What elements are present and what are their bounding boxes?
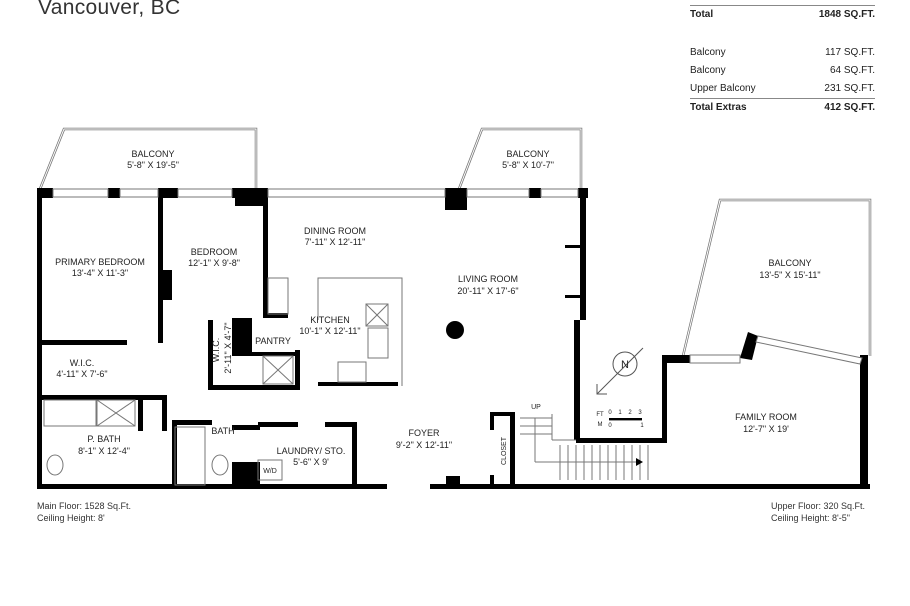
living-room-name: LIVING ROOM bbox=[458, 274, 518, 284]
summary-total-extras-label: Total Extras bbox=[690, 102, 747, 113]
p-bath-dims: 8'-1" X 12'-4" bbox=[78, 446, 130, 456]
summary-total-extras-row: Total Extras 412 SQ.FT. bbox=[690, 98, 875, 117]
balcony-upper-dims: 13'-5" X 15'-11" bbox=[759, 270, 820, 280]
summary-extra-row: Balcony 64 SQ.FT. bbox=[690, 62, 875, 80]
foyer-name: FOYER bbox=[408, 428, 440, 438]
svg-text:1: 1 bbox=[618, 410, 622, 416]
family-room-name: FAMILY ROOM bbox=[735, 412, 797, 422]
svg-text:M: M bbox=[598, 422, 603, 428]
foyer-dims: 9'-2" X 12'-11" bbox=[396, 440, 452, 450]
scale-bar: FT M 0 1 2 3 0 1 bbox=[596, 410, 644, 429]
upper-floor-area: Upper Floor: 320 Sq.Ft. bbox=[771, 501, 866, 511]
svg-text:0: 0 bbox=[608, 423, 612, 429]
primary-bedroom-name: PRIMARY BEDROOM bbox=[55, 257, 145, 267]
summary-total-extras-value: 412 SQ.FT. bbox=[824, 102, 875, 113]
stairs-up-label: UP bbox=[531, 404, 541, 411]
bedroom-name: BEDROOM bbox=[191, 247, 238, 257]
p-bath-name: P. BATH bbox=[87, 434, 120, 444]
compass-label: N bbox=[621, 359, 629, 371]
pantry-name: PANTRY bbox=[255, 336, 291, 346]
balcony-left-name: BALCONY bbox=[131, 149, 174, 159]
upper-floor-info: Upper Floor: 320 Sq.Ft. Ceiling Height: … bbox=[771, 500, 865, 524]
summary-extra-value: 231 SQ.FT. bbox=[824, 83, 875, 94]
wic-primary-name: W.I.C. bbox=[70, 358, 95, 368]
summary-extra-row: Balcony 117 SQ.FT. bbox=[690, 44, 875, 62]
laundry-name: LAUNDRY/ STO. bbox=[277, 446, 346, 456]
wic-bedroom-dims: 2'-11" X 4'-7" bbox=[223, 322, 233, 373]
fixtures bbox=[43, 277, 403, 486]
svg-text:0: 0 bbox=[608, 410, 612, 416]
laundry-dims: 5'-6" X 9' bbox=[293, 457, 329, 467]
column-icon bbox=[446, 321, 464, 339]
svg-text:1: 1 bbox=[640, 423, 644, 429]
balcony-upper-name: BALCONY bbox=[768, 258, 811, 268]
balcony-mid-dims: 5'-8" X 10'-7" bbox=[502, 160, 554, 170]
page-title: Vancouver, BC bbox=[38, 0, 181, 19]
windows bbox=[52, 188, 863, 365]
kitchen-dims: 10'-1" X 12'-11" bbox=[299, 326, 360, 336]
dining-room-dims: 7'-11" X 12'-11" bbox=[305, 237, 366, 247]
area-summary-table: Total 1848 SQ.FT. Balcony 117 SQ.FT. Bal… bbox=[690, 0, 875, 117]
wic-bedroom-name: W.I.C. bbox=[211, 338, 221, 363]
summary-extra-label: Upper Balcony bbox=[690, 83, 756, 94]
summary-extra-label: Balcony bbox=[690, 65, 726, 76]
family-room-dims: 12'-7" X 19' bbox=[743, 424, 789, 434]
main-floor-area: Main Floor: 1528 Sq.Ft. bbox=[37, 501, 132, 511]
stairs bbox=[520, 414, 649, 480]
summary-total-label: Total bbox=[690, 9, 714, 20]
summary-extra-row: Upper Balcony 231 SQ.FT. bbox=[690, 80, 875, 98]
wic-primary-dims: 4'-11" X 7'-6" bbox=[56, 369, 107, 379]
main-floor-info: Main Floor: 1528 Sq.Ft. Ceiling Height: … bbox=[37, 500, 131, 524]
compass-icon bbox=[596, 347, 644, 395]
summary-total-value: 1848 SQ.FT. bbox=[818, 9, 875, 20]
svg-text:FT: FT bbox=[596, 412, 604, 418]
svg-text:3: 3 bbox=[638, 410, 642, 416]
balcony-left-dims: 5'-8" X 19'-5" bbox=[127, 160, 179, 170]
summary-extra-value: 64 SQ.FT. bbox=[829, 65, 875, 76]
upper-floor-ceiling: Ceiling Height: 8'-5" bbox=[771, 513, 850, 523]
closet-name: CLOSET bbox=[501, 436, 508, 465]
summary-extra-value: 117 SQ.FT. bbox=[825, 47, 875, 58]
dining-room-name: DINING ROOM bbox=[304, 226, 366, 236]
kitchen-name: KITCHEN bbox=[310, 315, 350, 325]
washer-dryer-label: W/D bbox=[263, 468, 277, 475]
balcony-mid-name: BALCONY bbox=[506, 149, 549, 159]
room-labels: BALCONY 5'-8" X 19'-5" BALCONY 5'-8" X 1… bbox=[55, 149, 820, 475]
svg-text:2: 2 bbox=[628, 410, 632, 416]
bedroom-dims: 12'-1" X 9'-8" bbox=[188, 258, 240, 268]
summary-total-row: Total 1848 SQ.FT. bbox=[690, 5, 875, 24]
summary-extra-label: Balcony bbox=[690, 47, 726, 58]
primary-bedroom-dims: 13'-4" X 11'-3" bbox=[72, 268, 128, 278]
main-floor-ceiling: Ceiling Height: 8' bbox=[37, 513, 105, 523]
living-room-dims: 20'-11" X 17'-6" bbox=[457, 286, 518, 296]
bath-name: BATH bbox=[211, 426, 234, 436]
walls bbox=[37, 188, 870, 489]
